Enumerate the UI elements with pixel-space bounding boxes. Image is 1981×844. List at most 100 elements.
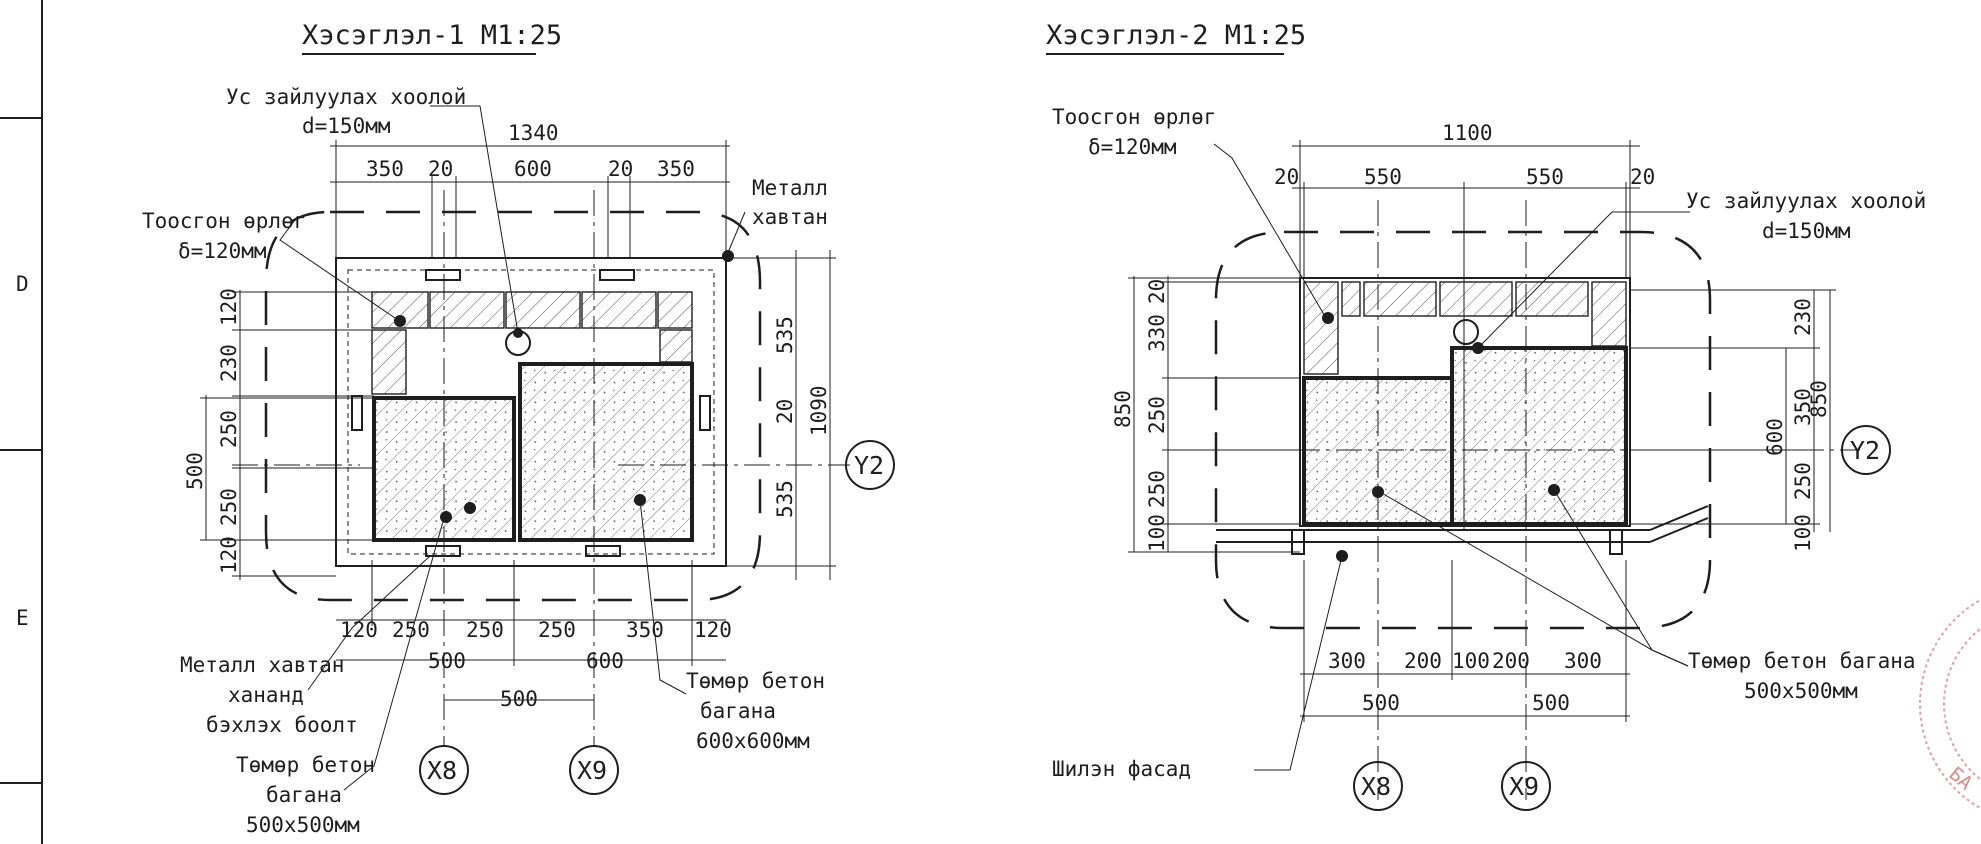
dim-top-segment: 350 <box>657 157 695 181</box>
dim-bottom-segment: 200 <box>1492 649 1530 673</box>
section-1-title: Хэсэглэл-1 М1:25 <box>302 20 562 51</box>
zone-outline <box>264 210 762 602</box>
dim-right-segment: 100 <box>1791 514 1815 552</box>
dim-bottom-segment: 120 <box>694 618 732 642</box>
bolt-label-2: хананд <box>228 683 304 707</box>
zone-outline <box>1214 230 1712 630</box>
dim-left-segment: 250 <box>1145 470 1169 508</box>
bolt-brackets <box>351 269 711 557</box>
leader-lines <box>1213 143 1690 771</box>
dim-bottom-segment: 200 <box>1404 649 1442 673</box>
brick-wall-label: Тоосгон өрлөг <box>1052 105 1216 129</box>
column-large-size: 600x600мм <box>696 729 810 753</box>
dim-right-overall: 600 <box>1763 418 1787 456</box>
dim-right-overall: 850 <box>1807 380 1831 418</box>
dim-left-overall: 850 <box>1111 390 1135 428</box>
axis-bubble-y2: Y2 <box>845 440 895 490</box>
brick-wall <box>1303 281 1627 375</box>
svg-text:Y2: Y2 <box>1850 436 1880 465</box>
column-size: 500x500мм <box>1744 679 1858 703</box>
leader-lines <box>279 105 746 791</box>
glass-facade-label: Шилэн фасад <box>1052 757 1191 781</box>
company-stamp: БА <box>1919 598 1981 810</box>
dim-left-segment: 250 <box>217 410 241 448</box>
column-small-label: Төмөр бетон <box>236 753 375 777</box>
dim-axis-spacing: 500 <box>500 687 538 711</box>
dim-left-segment: 120 <box>217 536 241 574</box>
dim-left-segment: 230 <box>217 344 241 382</box>
dim-bottom-segment: 350 <box>626 618 664 642</box>
dim-top-segment: 600 <box>514 157 552 181</box>
dim-right-segment: 230 <box>1791 298 1815 336</box>
dim-top-segment: 20 <box>1630 165 1655 189</box>
column-small-size: 500x500мм <box>246 813 360 837</box>
dim-left-segment: 120 <box>217 288 241 326</box>
svg-text:X8: X8 <box>427 756 457 785</box>
svg-text:Y2: Y2 <box>854 451 884 480</box>
brick-wall-thickness: δ=120мм <box>178 239 267 263</box>
dim-left-segment: 100 <box>1145 514 1169 552</box>
dim-right-segment: 535 <box>773 480 797 518</box>
dim-axis-segment: 500 <box>1362 691 1400 715</box>
metal-plate-label: Металл <box>752 176 828 200</box>
column-large-label: Төмөр бетон <box>686 669 825 693</box>
drain-pipe <box>1453 319 1479 345</box>
axis-bubble-x9: X9 <box>569 745 619 795</box>
stamp-text: БА <box>1945 763 1977 795</box>
dim-right-segment: 20 <box>773 399 797 424</box>
dim-axis-segment: 500 <box>1532 691 1570 715</box>
dim-bottom-segment: 250 <box>538 618 576 642</box>
axis-bubble-x8: X8 <box>1353 761 1403 811</box>
dim-left-overall: 500 <box>183 452 207 490</box>
dim-top-segment: 550 <box>1364 165 1402 189</box>
column-label: Төмөр бетон багана <box>1688 649 1916 673</box>
dimension-lines <box>200 140 836 701</box>
column-600x600 <box>518 362 694 542</box>
metal-plate-label-2: хавтан <box>752 205 828 229</box>
dimension-lines <box>1128 140 1836 722</box>
drain-pipe-label: Ус зайлуулах хоолой <box>226 85 466 109</box>
column-500x500-x9 <box>1450 346 1628 526</box>
drain-pipe-label: Ус зайлуулах хоолой <box>1686 189 1926 213</box>
svg-text:X9: X9 <box>577 756 607 785</box>
dim-right-segment: 350 <box>1791 388 1815 426</box>
dim-left-segment: 250 <box>217 488 241 526</box>
section-1: Хэсэглэл-1 М1:25 <box>142 20 895 837</box>
dim-overall-width: 1100 <box>1442 121 1493 145</box>
dim-top-segment: 20 <box>1274 165 1299 189</box>
dim-right-segment: 250 <box>1791 462 1815 500</box>
sheet-frame: D E <box>0 0 43 844</box>
brick-wall-thickness: δ=120мм <box>1088 135 1177 159</box>
section-2: Хэсэглэл-2 М1:25 <box>1046 20 1926 811</box>
dim-left-segment: 250 <box>1145 396 1169 434</box>
dim-bottom-segment: 600 <box>586 649 624 673</box>
dim-right-overall: 1090 <box>807 385 831 436</box>
dim-overall-width: 1340 <box>508 121 559 145</box>
axis-bubble-y2: Y2 <box>1841 425 1891 475</box>
column-large-label-2: багана <box>700 699 776 723</box>
dim-bottom-segment: 250 <box>392 618 430 642</box>
svg-text:X9: X9 <box>1509 772 1539 801</box>
svg-text:X8: X8 <box>1361 772 1391 801</box>
drain-pipe-diameter: d=150мм <box>1762 219 1851 243</box>
column-small-label-2: багана <box>266 783 342 807</box>
dim-bottom-segment: 100 <box>1452 649 1490 673</box>
zone-label-e: E <box>16 606 29 630</box>
dim-bottom-segment: 300 <box>1328 649 1366 673</box>
metal-casing-outline <box>335 257 727 567</box>
dim-left-segment: 20 <box>1145 279 1169 304</box>
zone-label-d: D <box>16 272 29 296</box>
dim-bottom-segment: 500 <box>428 649 466 673</box>
dim-top-segment: 350 <box>366 157 404 181</box>
bolt-label: Металл хавтан <box>180 653 344 677</box>
dim-bottom-segment: 250 <box>466 618 504 642</box>
dim-left-segment: 330 <box>1145 314 1169 352</box>
metal-casing-inner <box>347 269 715 555</box>
brick-wall <box>371 291 693 395</box>
dim-bottom-segment: 300 <box>1564 649 1602 673</box>
dim-top-segment: 20 <box>428 157 453 181</box>
glass-facade <box>1216 505 1709 555</box>
axis-bubble-x8: X8 <box>419 745 469 795</box>
section-2-title: Хэсэглэл-2 М1:25 <box>1046 20 1306 51</box>
